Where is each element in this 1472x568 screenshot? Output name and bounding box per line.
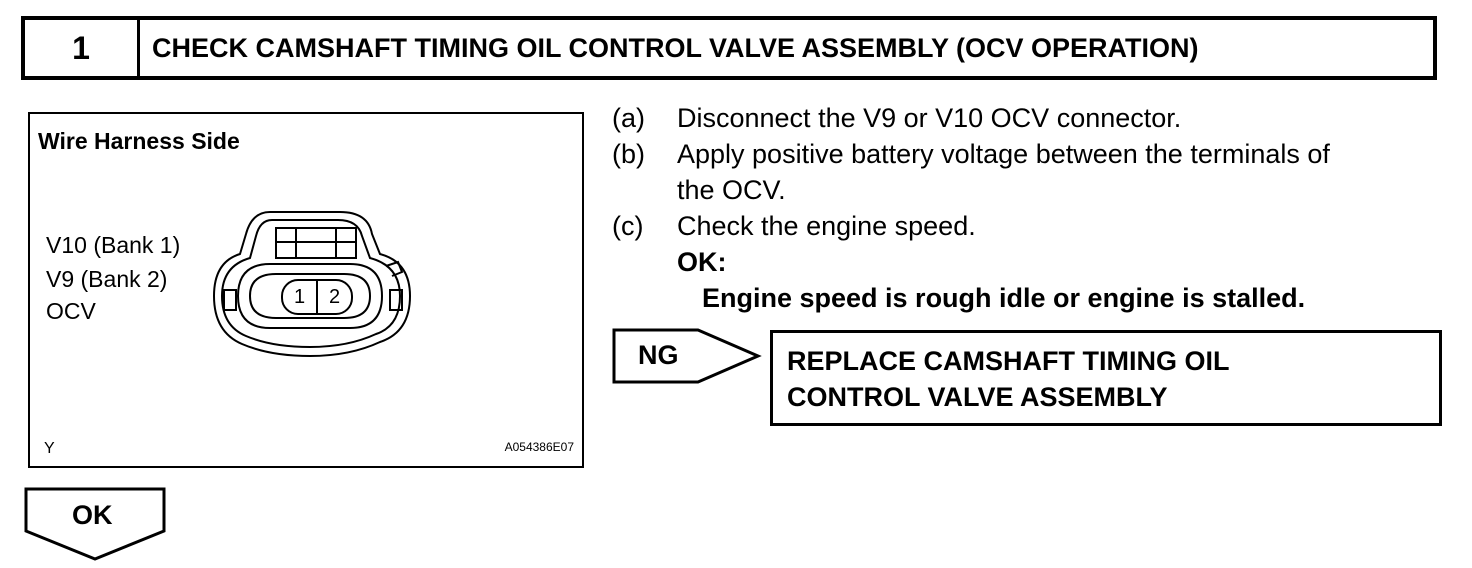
step-a-letter: (a) bbox=[612, 103, 645, 133]
step-c-text: Check the engine speed. bbox=[677, 211, 976, 241]
step-header: 1 CHECK CAMSHAFT TIMING OIL CONTROL VALV… bbox=[21, 16, 1437, 80]
figure-code: A054386E07 bbox=[504, 440, 574, 454]
connector-figure: Wire Harness Side V10 (Bank 1) V9 (Bank … bbox=[28, 112, 584, 468]
ng-action-line1: REPLACE CAMSHAFT TIMING OIL bbox=[787, 346, 1230, 376]
ok-criteria-label: OK: bbox=[677, 247, 727, 277]
figure-title: Wire Harness Side bbox=[38, 128, 240, 154]
label-ocv: OCV bbox=[46, 298, 96, 324]
ok-arrow-shape bbox=[24, 487, 166, 561]
label-v10: V10 (Bank 1) bbox=[46, 232, 181, 258]
step-b: (b) Apply positive battery voltage betwe… bbox=[612, 136, 1442, 172]
step-a-text: Disconnect the V9 or V10 OCV connector. bbox=[677, 103, 1182, 133]
step-a: (a) Disconnect the V9 or V10 OCV connect… bbox=[612, 100, 1442, 136]
step-title: CHECK CAMSHAFT TIMING OIL CONTROL VALVE … bbox=[152, 32, 1199, 63]
pin-1-label: 1 bbox=[293, 286, 306, 308]
ok-arrow-label: OK bbox=[72, 500, 113, 530]
step-c-letter: (c) bbox=[612, 211, 644, 241]
step-c: (c) Check the engine speed. bbox=[612, 208, 1442, 244]
step-b-text-line1: Apply positive battery voltage between t… bbox=[677, 139, 1330, 169]
step-b-cont: the OCV. bbox=[612, 172, 1442, 208]
label-v9: V9 (Bank 2) bbox=[46, 266, 168, 292]
ng-action-line2: CONTROL VALVE ASSEMBLY bbox=[787, 382, 1168, 412]
ok-criteria-text: Engine speed is rough idle or engine is … bbox=[702, 283, 1306, 313]
step-b-text-line2: the OCV. bbox=[677, 175, 786, 205]
step-number: 1 bbox=[25, 20, 140, 76]
connector-diagram bbox=[212, 211, 412, 358]
figure-corner-letter: Y bbox=[44, 440, 55, 457]
pin-2-label: 2 bbox=[328, 286, 341, 308]
ng-action-box: REPLACE CAMSHAFT TIMING OIL CONTROL VALV… bbox=[770, 330, 1442, 426]
ng-label: NG bbox=[638, 340, 679, 370]
step-b-letter: (b) bbox=[612, 139, 645, 169]
instruction-steps: (a) Disconnect the V9 or V10 OCV connect… bbox=[612, 100, 1442, 316]
ng-arrow-shape bbox=[612, 328, 762, 384]
